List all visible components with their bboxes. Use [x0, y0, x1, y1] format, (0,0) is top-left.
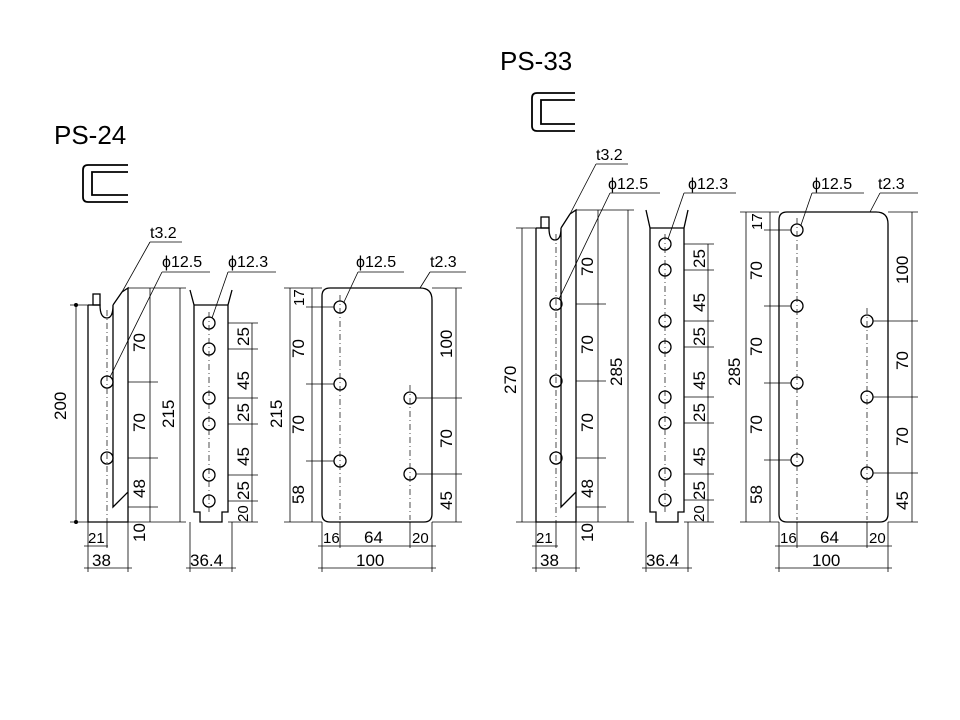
ps24-side-w1: 21 [88, 530, 105, 547]
ps24-channel-section-icon [82, 164, 128, 203]
ps33-side-view [516, 163, 660, 572]
ps33-plate-r3: 70 [893, 427, 912, 446]
ps33-plate-view [740, 192, 918, 572]
ps24-plate-thickness: t2.3 [430, 254, 457, 271]
ps24-front-hole-dia: ϕ12.3 [228, 254, 268, 271]
ps33-side-w2: 38 [540, 551, 559, 570]
ps24-title: PS-24 [54, 120, 126, 150]
ps24-side-seg1: 70 [130, 333, 149, 352]
ps24-plate-b1: 16 [323, 530, 340, 547]
ps24-front-s3: 25 [234, 403, 253, 422]
ps33-plate-b3: 20 [869, 530, 886, 547]
ps24-plate-l1: 17 [291, 289, 308, 306]
ps33-title: PS-33 [500, 46, 572, 76]
ps33-plate-r1: 100 [893, 256, 912, 284]
ps33-plate-l2: 70 [747, 337, 766, 356]
ps33-front-s2: 45 [690, 293, 709, 312]
ps24-side-w2: 38 [92, 551, 111, 570]
ps33-plate-thickness: t2.3 [878, 176, 905, 193]
ps33-plate-b1: 16 [780, 530, 797, 547]
ps24-plate-l3: 70 [289, 415, 308, 434]
ps24-side-thickness: t3.2 [150, 225, 177, 242]
ps24-plate-b2: 64 [364, 528, 383, 547]
ps24-side-seg3: 48 [130, 479, 149, 498]
ps33-side-thickness: t3.2 [596, 147, 623, 164]
ps33-side-w1: 21 [536, 530, 553, 547]
ps33-side-hole-dia: ϕ12.5 [608, 176, 648, 193]
ps24-side-view [70, 241, 210, 572]
ps33-side-seg2: 70 [578, 413, 597, 432]
ps33-plate-l4: 58 [747, 485, 766, 504]
ps33-front-s3: 25 [690, 327, 709, 346]
ps24-plate-r3: 45 [437, 491, 456, 510]
ps24-front-view [186, 271, 276, 572]
ps33-front-view [642, 192, 736, 572]
ps33-front-s1: 25 [690, 249, 709, 268]
ps24-plate-b3: 20 [412, 530, 429, 547]
ps33-front-s5: 25 [690, 403, 709, 422]
ps24-front-s1: 25 [234, 327, 253, 346]
ps33-plate-w: 100 [812, 551, 840, 570]
ps24-side-hole-dia: ϕ12.5 [162, 254, 202, 271]
ps24-front-w: 36.4 [190, 551, 223, 570]
ps33-plate-r4: 45 [893, 491, 912, 510]
ps33-side-seg3: 48 [578, 479, 597, 498]
ps24-front-s2: 45 [234, 371, 253, 390]
ps33-front-s6: 45 [690, 447, 709, 466]
ps24-plate-h: 215 [267, 400, 286, 428]
ps24-plate-w: 100 [356, 551, 384, 570]
ps33-plate-l3: 70 [747, 415, 766, 434]
ps33-side-seg4: 10 [578, 523, 597, 542]
ps33-plate-hole-dia: ϕ12.5 [812, 176, 852, 193]
ps33-plate-l1: 70 [747, 261, 766, 280]
ps24-side-overall: 215 [159, 400, 178, 428]
ps24-side-seg4: 10 [130, 523, 149, 542]
ps24-plate-r2: 70 [437, 429, 456, 448]
ps24-plate-view [284, 271, 466, 572]
ps24-front-s5: 25 [234, 481, 253, 500]
ps24-plate-l2: 70 [289, 339, 308, 358]
ps33-plate-h: 285 [725, 358, 744, 386]
ps33-side-height: 270 [501, 366, 520, 394]
ps33-front-w: 36.4 [646, 551, 679, 570]
ps33-plate-b2: 64 [820, 528, 839, 547]
ps24-plate-hole-dia: ϕ12.5 [356, 254, 396, 271]
ps24-front-s6: 20 [235, 505, 252, 522]
ps33-front-s4: 45 [690, 371, 709, 390]
ps33-front-hole-dia: ϕ12.3 [688, 176, 728, 193]
ps33-plate-r2: 70 [893, 351, 912, 370]
ps33-plate-l0: 17 [749, 213, 766, 230]
ps24-plate-r1: 100 [437, 330, 456, 358]
ps24-side-seg2: 70 [130, 413, 149, 432]
ps24-side-height: 200 [51, 392, 70, 420]
ps24-plate-l4: 58 [289, 485, 308, 504]
ps33-front-s8: 20 [691, 505, 708, 522]
ps33-side-seg1: 70 [578, 335, 597, 354]
ps33-side-seg0: 70 [578, 257, 597, 276]
ps33-channel-section-icon [531, 92, 575, 132]
ps33-front-s7: 25 [690, 481, 709, 500]
ps33-side-overall: 285 [607, 358, 626, 386]
ps24-front-s4: 45 [234, 447, 253, 466]
